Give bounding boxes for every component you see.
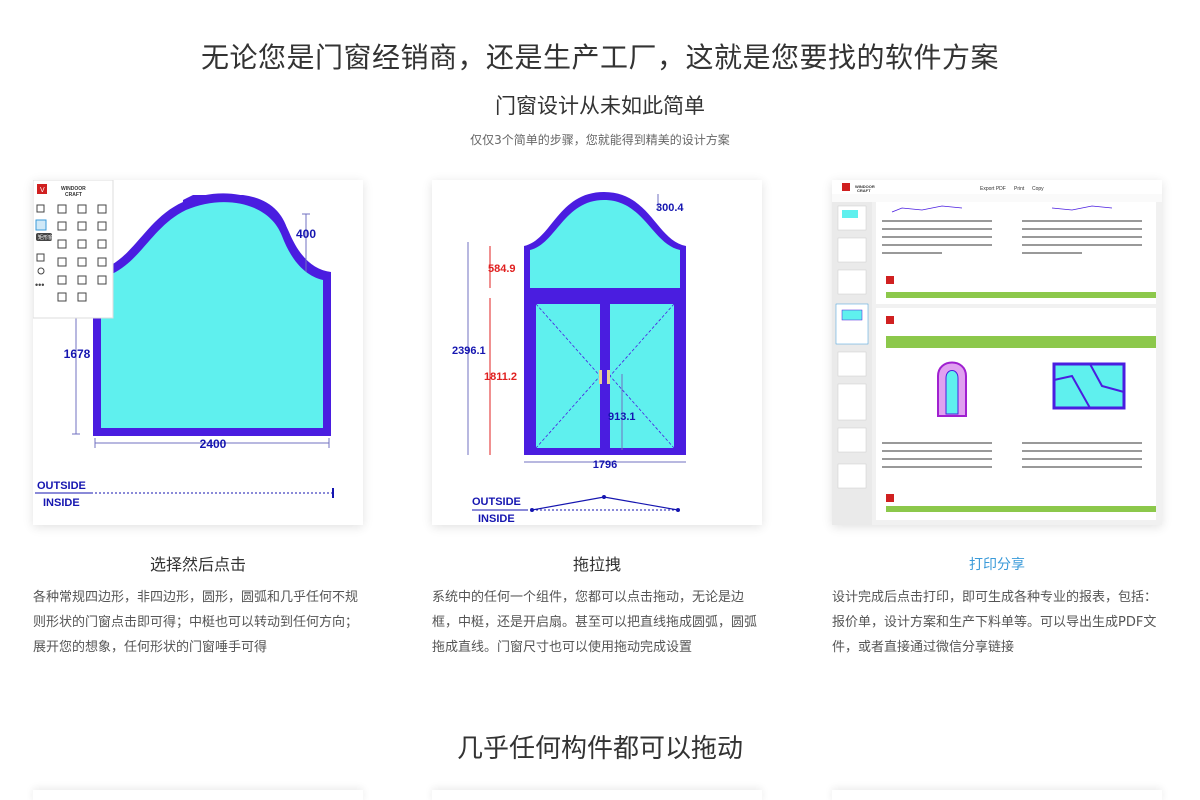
card-2-dim-total: 2396.1 bbox=[452, 345, 486, 357]
card-1-logo-line2: CRAFT bbox=[65, 192, 82, 198]
card-2-dim-arc: 300.4 bbox=[656, 202, 684, 214]
card-2-dim-inner: 913.1 bbox=[608, 411, 636, 423]
card-2-dim-mid-red: 1811.2 bbox=[484, 371, 517, 383]
logo-mark-icon bbox=[37, 184, 47, 194]
card-2-dim-top-red: 584.9 bbox=[488, 263, 516, 275]
subtitle: 门窗设计从未如此简单 bbox=[495, 94, 705, 118]
svg-text:V: V bbox=[40, 187, 45, 194]
card-1-description: 各种常规四边形，非四边形，圆形，圆弧和几乎任何不规则形状的门窗点击即可得；中梃也… bbox=[33, 590, 359, 655]
card-2-dim-bottom: 1796 bbox=[593, 459, 617, 471]
card-2-title: 拖拉拽 bbox=[572, 555, 621, 574]
card-2-description: 系统中的任何一个组件，您都可以点击拖动，无论是边框，中梃，还是开启扇。甚至可以把… bbox=[432, 590, 758, 655]
export-pdf-button[interactable]: Export PDF bbox=[980, 186, 1006, 192]
card-1-dim-bottom: 2400 bbox=[200, 437, 227, 451]
card-2-inside-label: INSIDE bbox=[478, 513, 515, 525]
card-1-dim-top: 400 bbox=[296, 227, 316, 241]
copy-button[interactable]: Copy bbox=[1032, 186, 1044, 192]
report-logo-icon bbox=[842, 183, 850, 191]
next-card-1 bbox=[33, 790, 363, 800]
headline: 无论您是门窗经销商，还是生产工厂，这就是您要找的软件方案 bbox=[200, 41, 999, 74]
card-1-image: 400 1678 2400 OUTSIDE INSIDE V WINDOOR C… bbox=[33, 180, 363, 525]
print-button[interactable]: Print bbox=[1014, 186, 1025, 192]
tagline: 仅仅3个简单的步骤，您就能得到精美的设计方案 bbox=[470, 133, 730, 147]
card-2-outside-label: OUTSIDE bbox=[472, 496, 521, 508]
next-card-3 bbox=[832, 790, 1162, 800]
card-1-outside-label: OUTSIDE bbox=[37, 480, 86, 492]
card-3-description: 设计完成后点击打印，即可生成各种专业的报表，包括：报价单，设计方案和生产下料单等… bbox=[832, 590, 1158, 655]
card-1-tooltip: 矩形窗 bbox=[38, 234, 53, 241]
svg-text:•••: ••• bbox=[35, 280, 44, 290]
card-2-image: 300.4 584.9 2396.1 1811.2 913.1 1796 OUT… bbox=[432, 180, 762, 525]
report-logo-line1: WINDOOR bbox=[855, 184, 875, 189]
section-2-title: 几乎任何构件都可以拖动 bbox=[456, 734, 743, 764]
next-card-2 bbox=[432, 790, 762, 800]
card-3-image: WINDOOR CRAFT Export PDF Print Copy bbox=[832, 180, 1162, 525]
card-1-inside-label: INSIDE bbox=[43, 497, 80, 509]
report-logo-line2: CRAFT bbox=[857, 188, 871, 193]
card-1-dim-left: 1678 bbox=[64, 347, 91, 361]
card-3-title-link[interactable]: 打印分享 bbox=[969, 557, 1025, 573]
card-1-logo-line1: WINDOOR bbox=[61, 186, 86, 192]
card-1-title: 选择然后点击 bbox=[149, 555, 246, 574]
